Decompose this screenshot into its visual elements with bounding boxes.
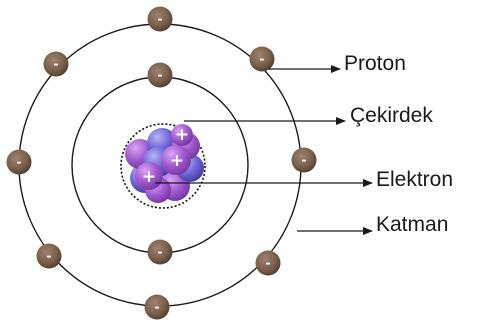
proton-particle [161, 145, 191, 175]
electron: - [291, 147, 317, 173]
nucleus-label: Çekirdek [350, 104, 433, 127]
electron: - [36, 243, 62, 269]
electron: - [6, 149, 32, 175]
electron-sign: - [260, 52, 265, 66]
electron-sign: - [158, 245, 163, 259]
electron-label: Elektron [376, 168, 453, 191]
electron: - [255, 250, 281, 276]
electron-sign: - [155, 300, 160, 314]
inner-shell-electrons: - - [147, 62, 173, 265]
outer-shell-electrons: - - - - - - - - [6, 6, 317, 320]
electron-sign: - [54, 57, 59, 71]
proton-label: Proton [344, 52, 406, 75]
electron-sign: - [158, 12, 163, 26]
nucleus-boundary [120, 123, 206, 209]
proton-sign: + [142, 167, 156, 187]
electron: - [147, 6, 173, 32]
electron: - [147, 62, 173, 88]
proton-sign: + [175, 125, 189, 145]
proton-sign: + [170, 151, 184, 171]
proton-particle [171, 124, 193, 146]
electron-sign: - [266, 256, 271, 270]
electron: - [249, 46, 275, 72]
electron: - [147, 239, 173, 265]
shell-label: Katman [376, 213, 448, 236]
electron-sign: - [302, 153, 307, 167]
electron-sign: - [17, 155, 22, 169]
electron: - [144, 294, 170, 320]
electron-sign: - [158, 68, 163, 82]
nucleus: + + + [120, 123, 206, 209]
electron: - [43, 51, 69, 77]
electron-sign: - [47, 249, 52, 263]
